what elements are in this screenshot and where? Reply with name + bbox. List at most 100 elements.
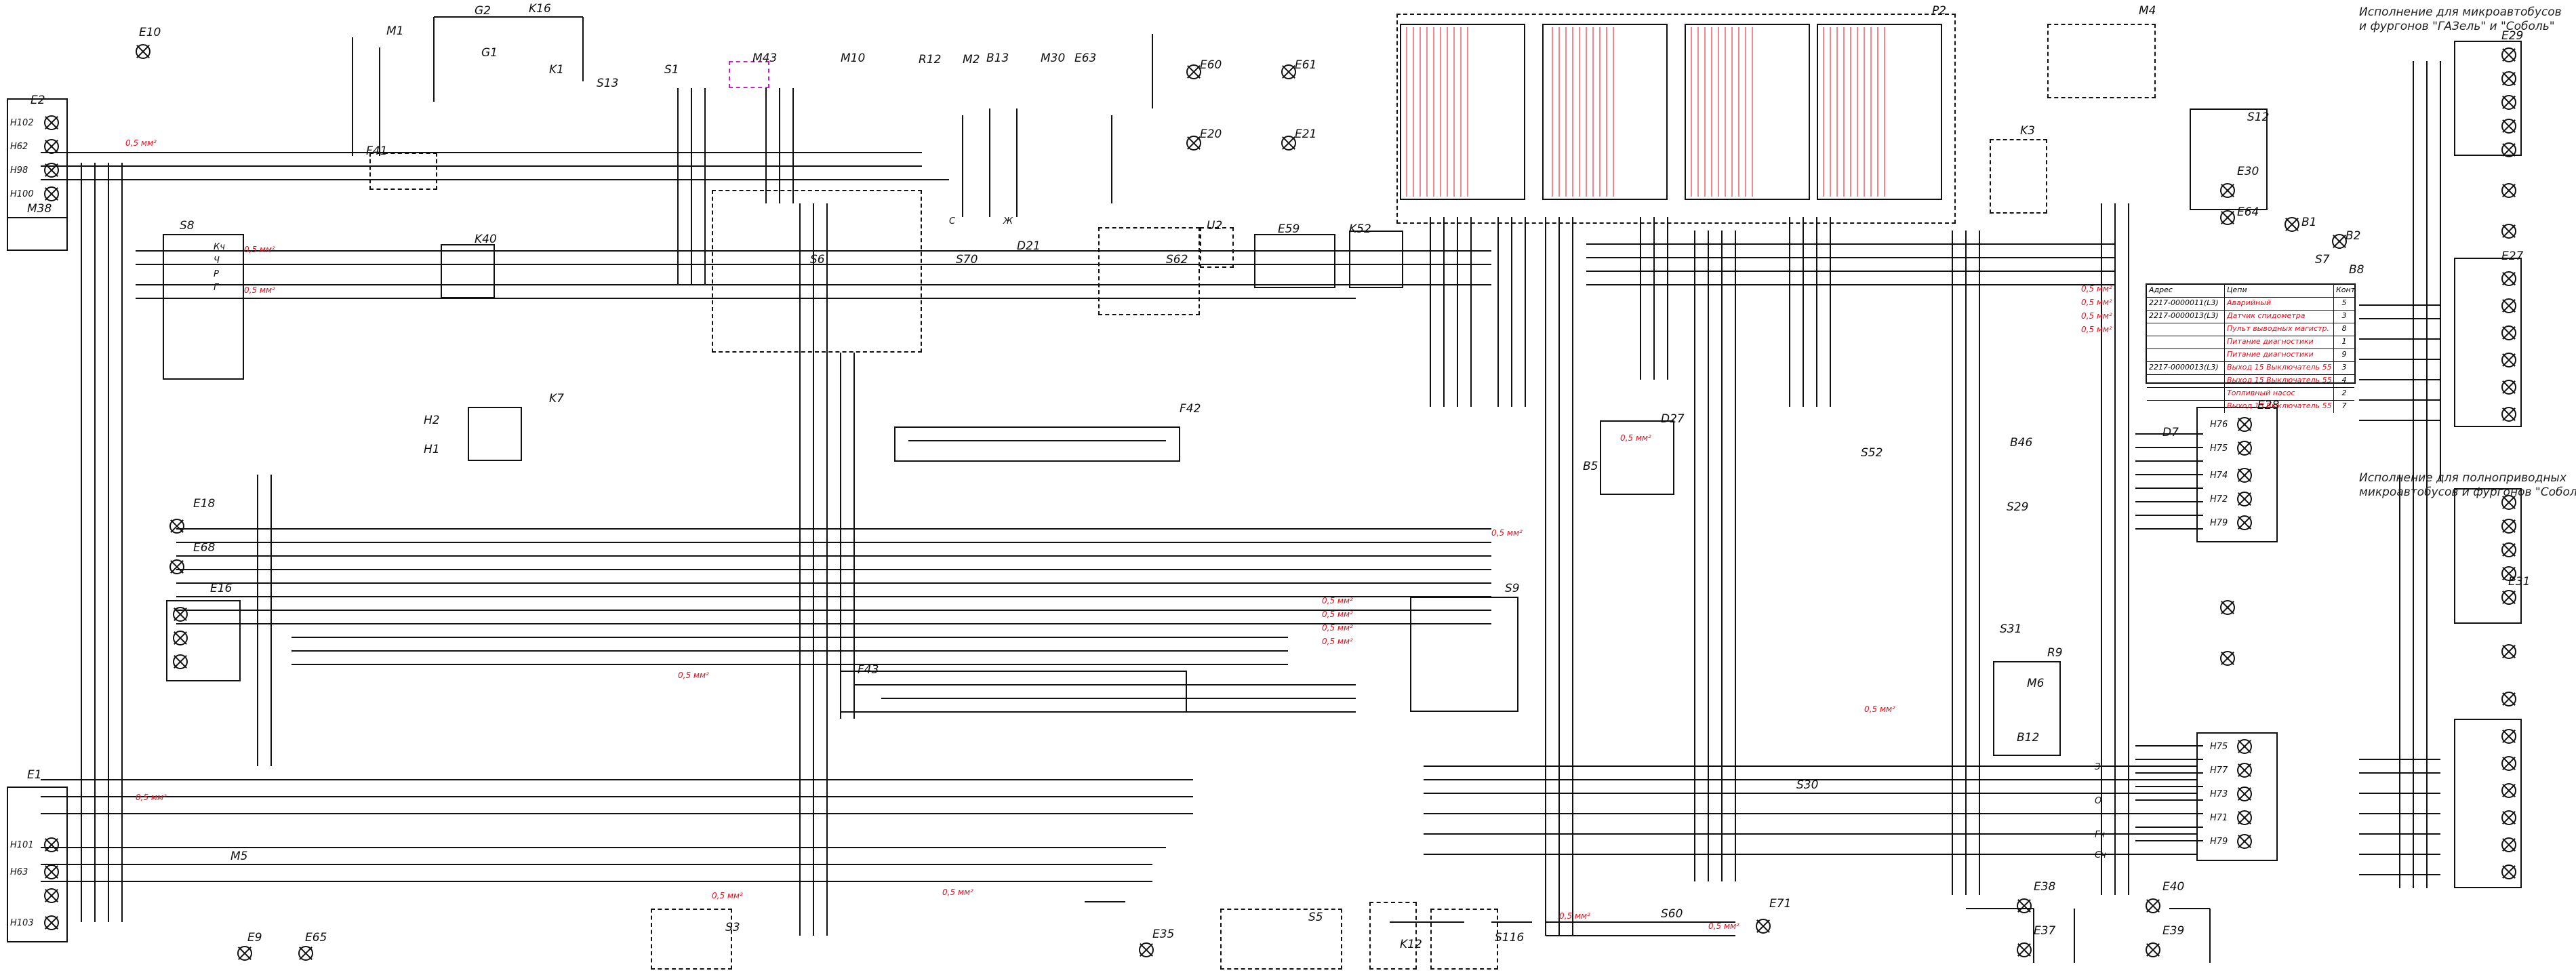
label-k12: K12 xyxy=(1400,938,1422,951)
lamp-far-24 xyxy=(2501,810,2516,825)
lamp-e27-3 xyxy=(2237,787,2252,801)
e27-block-right xyxy=(2196,732,2278,861)
lamp-far-26 xyxy=(2501,864,2516,879)
label-h2: H2 xyxy=(424,414,440,427)
lamp-far-14 xyxy=(2501,495,2516,510)
lamp-far-20 xyxy=(2501,692,2516,707)
lamp-code-e28-1: H76 xyxy=(2210,420,2228,430)
label-s116: S116 xyxy=(1495,931,1525,944)
lamp-e16-2 xyxy=(173,631,188,645)
wire-section-label: 0,5 мм² xyxy=(1620,433,1651,443)
label-e60: E60 xyxy=(1200,58,1222,72)
k40-frame xyxy=(441,244,495,298)
label-u2: U2 xyxy=(1207,219,1223,233)
label-r9: R9 xyxy=(2047,646,2063,660)
e28-block-right xyxy=(2196,407,2278,542)
lamp-e20 xyxy=(1186,136,1201,151)
wire-section-label: 0,5 мм² xyxy=(1491,528,1523,538)
cell: 7 xyxy=(2341,401,2347,410)
label-b2: B2 xyxy=(2346,229,2361,243)
label-s8: S8 xyxy=(180,219,195,233)
lamp-e39 xyxy=(2146,942,2160,957)
label-b46: B46 xyxy=(2010,436,2033,450)
lamp-code-e2-b: H62 xyxy=(10,142,28,152)
lamp-e38 xyxy=(2017,898,2032,913)
wire-color-label: Сч xyxy=(2095,850,2106,860)
lamp-code-e1-a: H101 xyxy=(10,840,34,850)
s116-frame xyxy=(1430,909,1498,970)
lamp-b2 xyxy=(2332,234,2347,249)
label-e71: E71 xyxy=(1769,897,1792,911)
label-s52: S52 xyxy=(1861,446,1883,460)
lamp-code-e28-3: H74 xyxy=(2210,471,2228,481)
cell xyxy=(2147,336,2225,349)
label-e68: E68 xyxy=(193,541,216,555)
label-s29: S29 xyxy=(2007,500,2029,514)
k12-frame xyxy=(1369,902,1417,970)
label-b12: B12 xyxy=(2017,731,2040,744)
lamp-e28-3 xyxy=(2237,468,2252,483)
lamp-far-16 xyxy=(2501,542,2516,557)
lamp-b1 xyxy=(2285,217,2299,232)
fuse-blocks xyxy=(840,426,1187,713)
p2-red-label-bands xyxy=(1406,27,1885,197)
lamp-e27-5 xyxy=(2237,834,2252,849)
label-k52: K52 xyxy=(1349,222,1371,236)
label-e9: E9 xyxy=(247,931,262,944)
cell xyxy=(2147,375,2225,387)
lamp-code-e27-1: H75 xyxy=(2210,742,2228,752)
s3-frame xyxy=(651,909,732,970)
label-e35: E35 xyxy=(1152,928,1175,941)
label-e38: E38 xyxy=(2034,880,2056,894)
label-e31: E31 xyxy=(2508,575,2531,589)
lamp-code-e2-c: H98 xyxy=(10,165,28,176)
label-e28: E28 xyxy=(2257,399,2280,412)
lamp-far-11 xyxy=(2501,353,2516,367)
wire-section-label: 0,5 мм² xyxy=(1322,596,1353,605)
lamp-e71 xyxy=(1756,919,1771,934)
label-s31: S31 xyxy=(2000,622,2022,636)
lamp-far-4 xyxy=(2501,119,2516,134)
label-e40: E40 xyxy=(2162,880,2185,894)
wire-section-label: 0,5 мм² xyxy=(1322,623,1353,633)
label-k40: K40 xyxy=(475,233,497,246)
lamp-e2-2 xyxy=(44,139,59,154)
address-header-contact: Контакт xyxy=(2336,285,2354,294)
lamp-far-17 xyxy=(2501,566,2516,581)
lamp-far-9 xyxy=(2501,298,2516,313)
lamp-e21 xyxy=(1281,136,1296,151)
lamp-code-e27-5: H79 xyxy=(2210,837,2228,847)
f41-frame xyxy=(369,153,437,190)
label-s62: S62 xyxy=(1166,253,1188,266)
cell xyxy=(2147,388,2225,400)
lamp-far-19 xyxy=(2501,644,2516,659)
cell: 3 xyxy=(2341,311,2347,320)
wire-section-label: 0,5 мм² xyxy=(2081,311,2112,321)
wire-color-label: Ч xyxy=(214,256,220,266)
lamp-far-18 xyxy=(2501,590,2516,605)
label-r12: R12 xyxy=(919,53,942,66)
label-e30: E30 xyxy=(2237,165,2259,178)
lamp-far-8 xyxy=(2501,271,2516,286)
s9-frame xyxy=(1410,597,1518,712)
lamp-far-23 xyxy=(2501,783,2516,798)
lamp-e18 xyxy=(169,519,184,534)
label-e63: E63 xyxy=(1074,52,1097,65)
wire-section-label: 0,5 мм² xyxy=(2081,298,2112,307)
label-s6: S6 xyxy=(810,253,825,266)
label-d21: D21 xyxy=(1017,239,1041,253)
lamp-e2-1 xyxy=(44,115,59,130)
label-k7: K7 xyxy=(549,392,564,405)
cell: 1 xyxy=(2341,337,2347,346)
lamp-e10 xyxy=(136,44,150,59)
label-e64: E64 xyxy=(2237,205,2259,219)
lamp-e60 xyxy=(1186,64,1201,79)
wire-section-label: 0,5 мм² xyxy=(2081,325,2112,334)
label-m43: M43 xyxy=(752,52,778,65)
label-s60: S60 xyxy=(1661,907,1683,921)
cell: Пульт выводных магистр. xyxy=(2225,323,2334,336)
